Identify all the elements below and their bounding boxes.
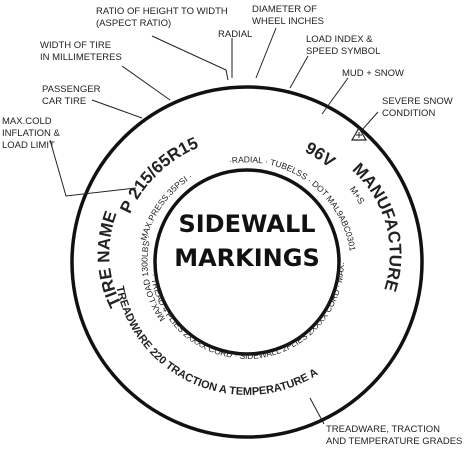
callout-treadwear: TREADWARE, TRACTION AND TEMPERATURE GRAD… xyxy=(326,424,462,447)
leader-load-speed xyxy=(289,55,309,89)
svg-text:CONDITION: CONDITION xyxy=(382,108,435,119)
callout-aspect-ratio: RATIO OF HEIGHT TO WIDTH (ASPECT RATIO) xyxy=(96,6,228,29)
severe-snow-icon xyxy=(350,126,368,141)
leader-mud-snow xyxy=(321,77,349,115)
svg-text:WHEEL INCHES: WHEEL INCHES xyxy=(252,16,324,27)
tire-outer-ring xyxy=(70,85,424,439)
callout-max-cold: MAX.COLD INFLATION & LOAD LIMIT xyxy=(2,116,61,151)
callout-wheel-diameter: DIAMETER OF WHEEL INCHES xyxy=(252,4,324,27)
leader-treadwear xyxy=(309,397,325,425)
svg-text:SPEED SYMBOL: SPEED SYMBOL xyxy=(306,46,380,57)
callout-mud-snow: MUD + SNOW xyxy=(342,68,404,79)
svg-text:LOAD LIMIT: LOAD LIMIT xyxy=(2,140,55,151)
leader-passenger xyxy=(91,99,143,119)
svg-text:TREADWARE, TRACTION: TREADWARE, TRACTION xyxy=(326,424,440,435)
leader-width xyxy=(121,65,171,101)
diagram-title-line2: MARKINGS xyxy=(174,244,320,272)
load-speed-code: 96V xyxy=(302,138,339,171)
svg-text:(ASPECT RATIO): (ASPECT RATIO) xyxy=(96,18,171,29)
svg-text:INFLATION &: INFLATION & xyxy=(2,128,61,139)
leader-severe-snow xyxy=(361,111,379,131)
leader-max-cold xyxy=(49,139,137,197)
callout-load-speed: LOAD INDEX & SPEED SYMBOL xyxy=(306,34,380,57)
svg-text:WIDTH OF TIRE: WIDTH OF TIRE xyxy=(40,40,111,51)
svg-text:AND TEMPERATURE GRADES: AND TEMPERATURE GRADES xyxy=(326,436,462,447)
callout-radial: RADIAL xyxy=(218,29,252,40)
svg-text:PASSENGER: PASSENGER xyxy=(42,84,101,95)
svg-text:LOAD INDEX &: LOAD INDEX & xyxy=(306,34,373,45)
callout-severe-snow: SEVERE SNOW CONDITION xyxy=(382,96,453,119)
svg-text:MAX.COLD: MAX.COLD xyxy=(2,116,52,127)
leader-wheel-diameter xyxy=(255,27,277,79)
svg-text:SEVERE SNOW: SEVERE SNOW xyxy=(382,96,453,107)
tire-inner-ring xyxy=(153,168,341,356)
svg-text:IN MILLIMETERES: IN MILLIMETERES xyxy=(40,52,122,63)
callout-passenger: PASSENGER CAR TIRE xyxy=(42,84,101,107)
brand-manufacture: MANUFACTURE xyxy=(349,159,405,294)
diagram-title-line1: SIDEWALL xyxy=(178,210,315,238)
svg-text:RATIO OF HEIGHT TO WIDTH: RATIO OF HEIGHT TO WIDTH xyxy=(96,6,228,17)
svg-text:DIAMETER OF: DIAMETER OF xyxy=(252,4,317,15)
callout-width: WIDTH OF TIRE IN MILLIMETERES xyxy=(40,40,122,63)
svg-text:CAR TIRE: CAR TIRE xyxy=(42,96,86,107)
leader-aspect-ratio xyxy=(151,35,229,81)
